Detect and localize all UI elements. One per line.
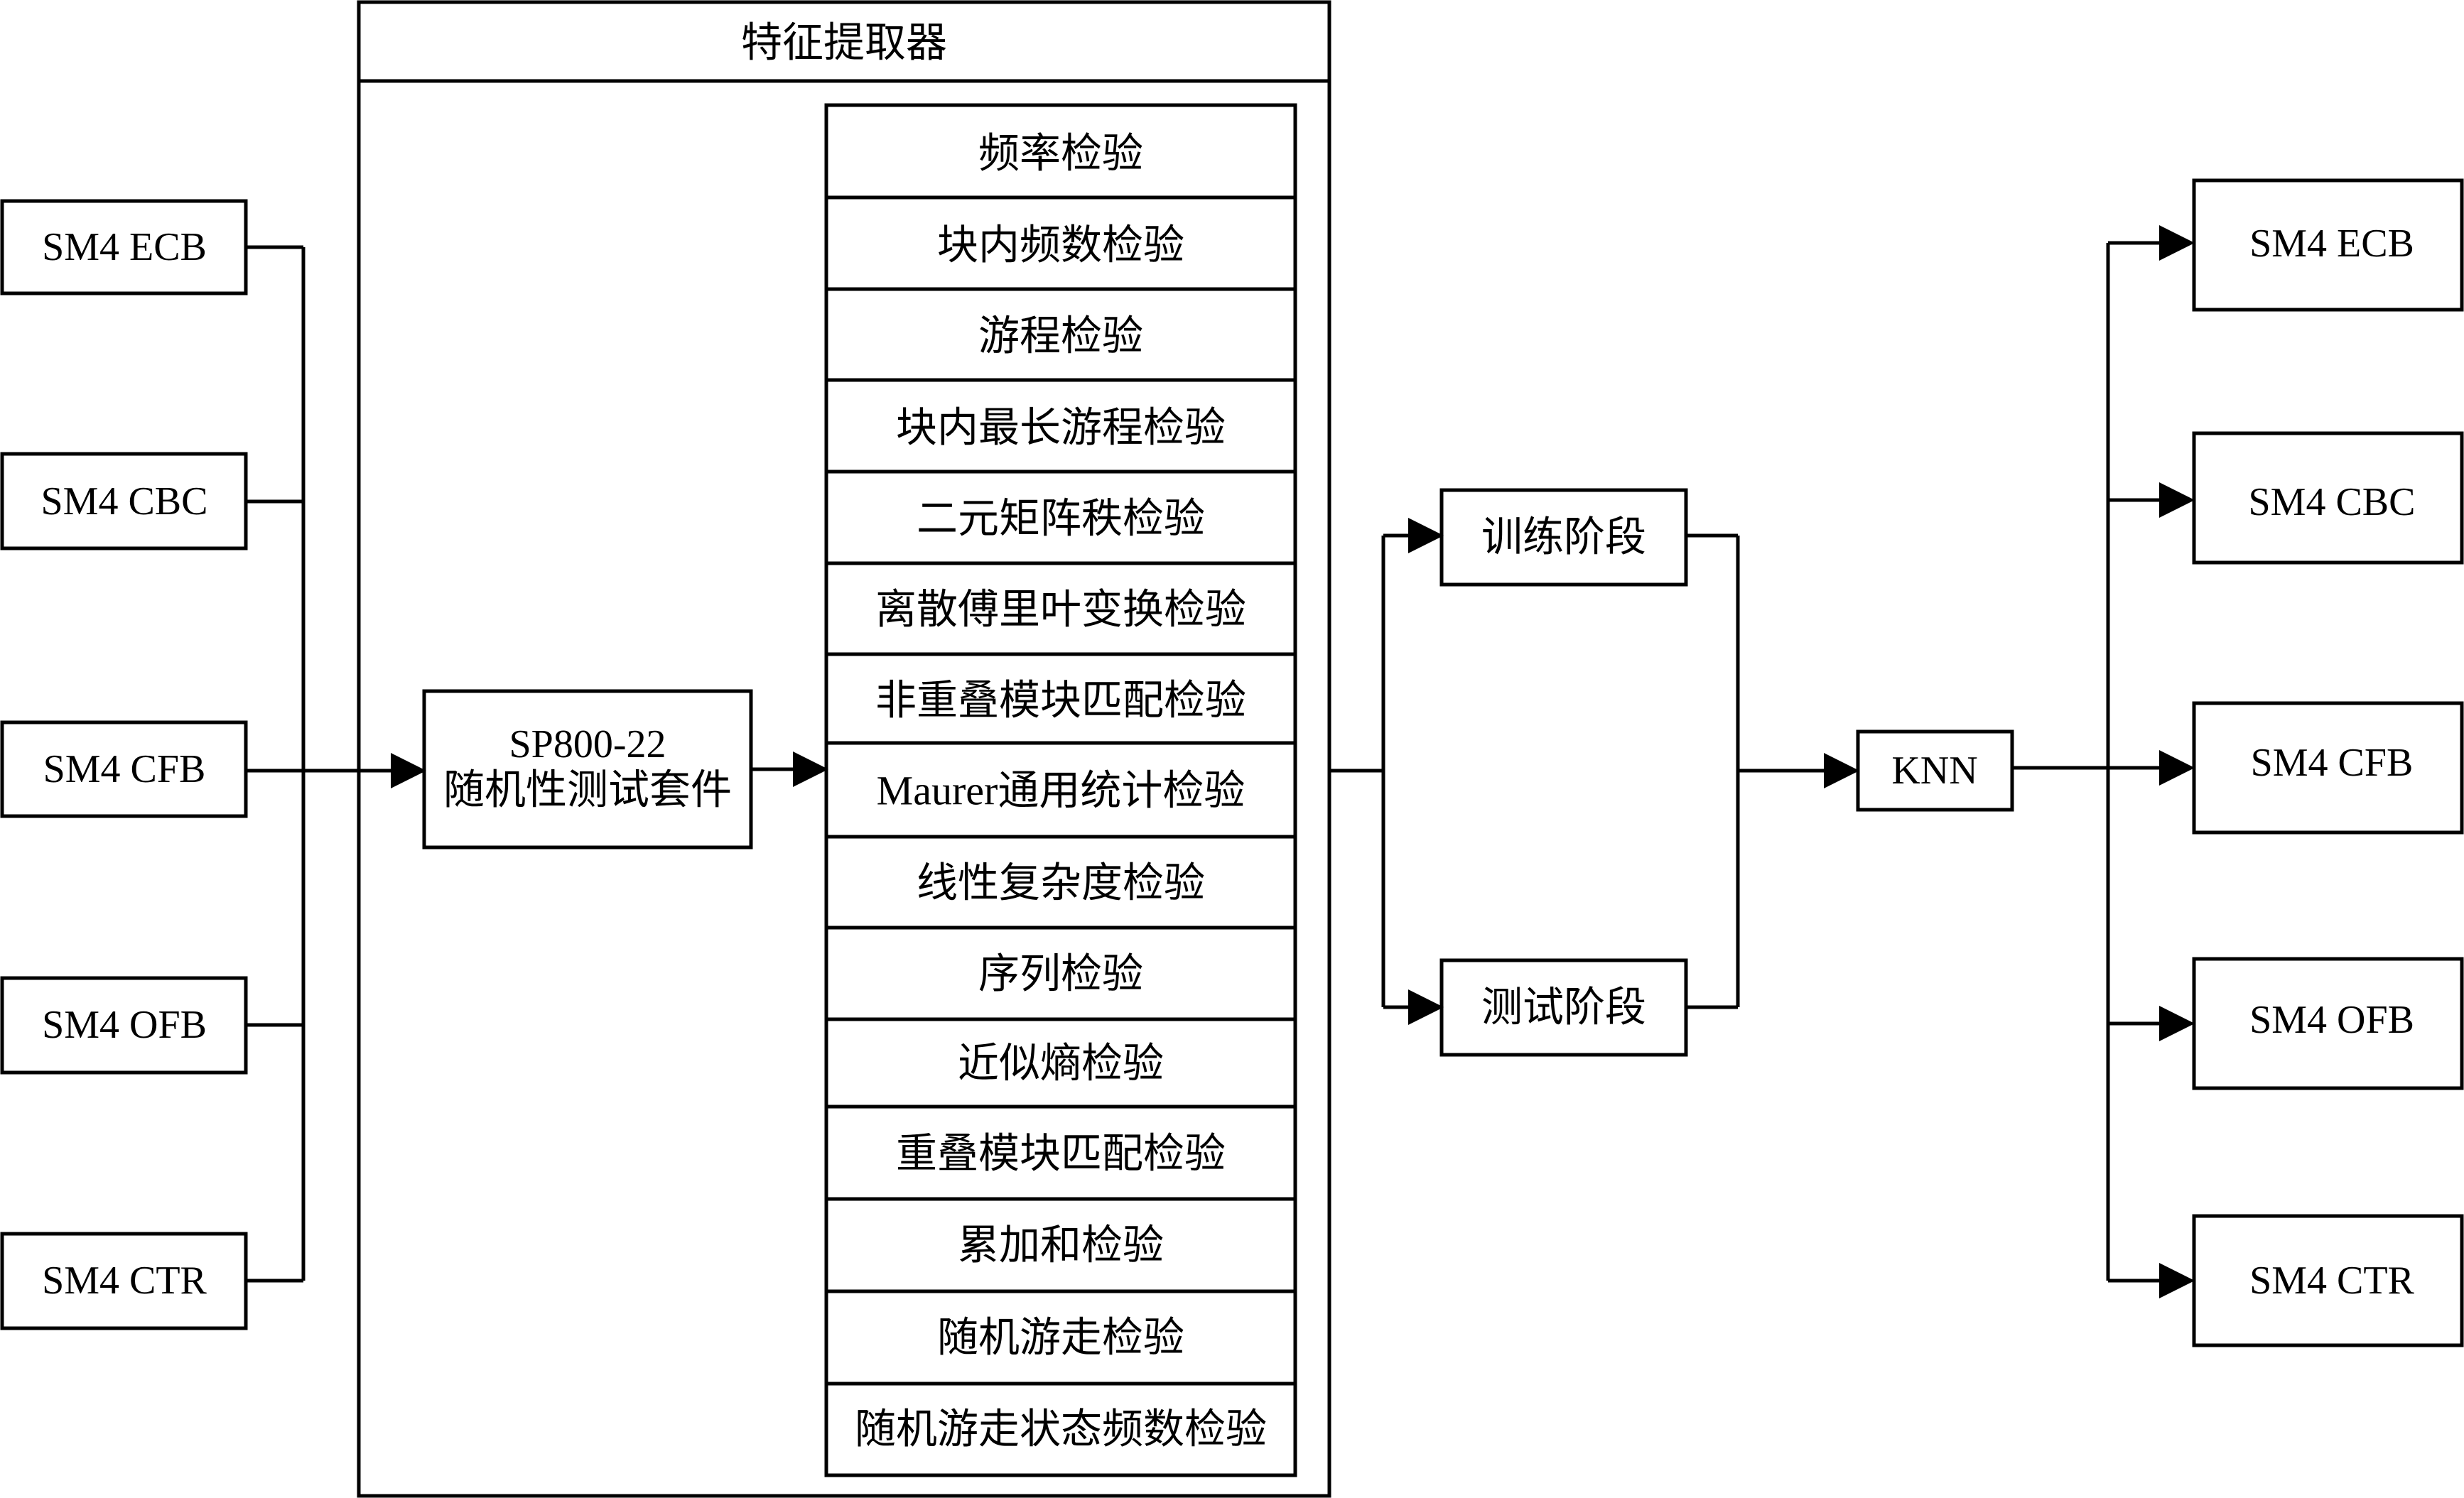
test-item-random-excursions: 随机游走检验: [937, 1315, 1184, 1361]
input-modes: SM4 ECB SM4 CBC SM4 CFB SM4 OFB SM4 CTR: [0, 199, 248, 1330]
input-box: [0, 720, 248, 818]
test-item-overlapping-template: 重叠模块匹配检验: [896, 1131, 1226, 1177]
phase-to-knn-connectors: [1686, 533, 1859, 1009]
knn-classifier: KNN: [1856, 729, 2014, 812]
output-label-ofb: SM4 OFB: [2249, 998, 2414, 1042]
test-item-frequency: 频率检验: [978, 131, 1143, 177]
test-item-block-frequency: 块内频数检验: [937, 222, 1184, 268]
output-box: [2192, 431, 2464, 565]
extractor-title: 特征提取器: [741, 20, 947, 66]
input-label-cbc: SM4 CBC: [41, 479, 208, 523]
output-box: [2192, 178, 2464, 312]
phase-boxes: 训练阶段 测试阶段: [1439, 488, 1688, 1057]
test-list-frame: [824, 103, 1297, 1477]
test-item-random-excursions-variant: 随机游走状态频数检验: [855, 1406, 1267, 1453]
test-item-non-overlapping-template: 非重叠模块匹配检验: [875, 678, 1246, 724]
output-label-cbc: SM4 CBC: [2249, 480, 2416, 524]
test-item-longest-run: 块内最长游程检验: [896, 405, 1226, 451]
output-box: [2192, 701, 2464, 835]
test-item-matrix-rank: 二元矩阵秩检验: [917, 496, 1205, 542]
input-label-ctr: SM4 CTR: [42, 1259, 207, 1303]
train-phase-label: 训练阶段: [1481, 514, 1646, 560]
input-box: [0, 199, 248, 295]
output-box: [2192, 957, 2464, 1090]
input-connectors: [246, 245, 426, 1283]
test-phase-label: 测试阶段: [1481, 984, 1646, 1031]
test-item-linear-complexity: 线性复杂度检验: [917, 860, 1205, 906]
output-label-ctr: SM4 CTR: [2249, 1259, 2414, 1303]
test-list: 频率检验 块内频数检验 游程检验 块内最长游程检验 二元矩阵秩检验 离散傅里叶变…: [824, 103, 1297, 1477]
input-box: [0, 1232, 248, 1330]
output-box: [2192, 1214, 2464, 1347]
test-item-serial: 序列检验: [978, 951, 1143, 997]
sp800-22-label: SP800-22: [509, 722, 666, 766]
knn-box: [1856, 729, 2014, 812]
test-item-maurer-universal: Maurer通用统计检验: [877, 768, 1245, 814]
output-label-ecb: SM4 ECB: [2249, 222, 2414, 266]
output-modes: SM4 ECB SM4 CBC SM4 CFB SM4 OFB SM4 CTR: [2192, 178, 2464, 1347]
randomness-suite-label: 随机性测试套件: [443, 767, 732, 813]
sp800-22-frame: [422, 689, 753, 850]
test-item-approximate-entropy: 近似熵检验: [958, 1041, 1164, 1087]
extractor-to-phase-connectors: [1329, 518, 1444, 1025]
test-item-cumulative-sums: 累加和检验: [958, 1222, 1164, 1269]
knn-to-output-connectors: [2012, 225, 2195, 1298]
sp800-22-suite-box: SP800-22 随机性测试套件: [422, 689, 753, 850]
input-label-ecb: SM4 ECB: [42, 225, 207, 269]
test-phase-box: [1439, 958, 1688, 1057]
input-label-cfb: SM4 CFB: [43, 747, 206, 791]
output-label-cfb: SM4 CFB: [2251, 741, 2414, 785]
knn-label: KNN: [1891, 749, 1977, 793]
test-item-dft: 离散傅里叶变换检验: [875, 587, 1246, 633]
test-item-runs: 游程检验: [978, 313, 1143, 359]
input-label-ofb: SM4 OFB: [42, 1003, 207, 1047]
